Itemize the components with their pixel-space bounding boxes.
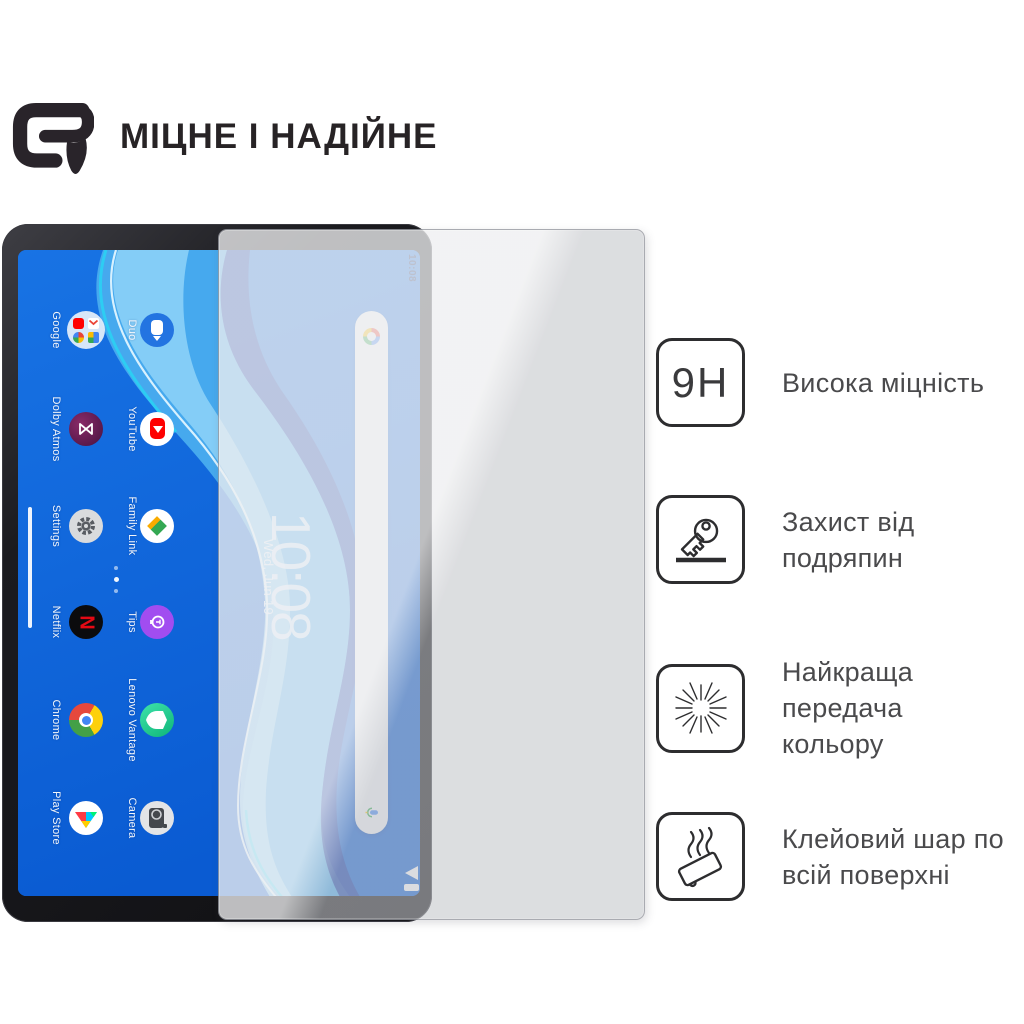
hourglass-glyph [79, 423, 93, 435]
adhesive-glyph [677, 826, 722, 887]
app-label-play-store: Play Store [50, 791, 62, 845]
shield-glyph [146, 711, 167, 729]
netflix-icon[interactable]: N [69, 605, 103, 639]
chrome-icon[interactable] [69, 703, 103, 737]
app-label-camera: Camera [126, 797, 138, 839]
9h-hardness-icon: 9H [656, 338, 745, 427]
feature-adhesive: Клейовий шар по всій поверхні [656, 812, 1024, 901]
google-folder-icon[interactable] [67, 311, 105, 349]
armorstandart-logo-icon [12, 102, 94, 174]
youtube-mini-icon [73, 318, 84, 329]
family-link-kite-glyph [147, 516, 167, 536]
adhesive-layer-icon [656, 812, 745, 901]
play-triangle-glyph [75, 812, 97, 828]
gear-glyph [77, 517, 95, 535]
feature-adhesive-text: Клейовий шар по всій поверхні [782, 821, 1024, 893]
gmail-mini-icon [88, 318, 99, 329]
lightbulb-glyph [150, 615, 165, 629]
feature-color: Найкраща передача кольору [656, 654, 1024, 762]
settings-icon[interactable] [69, 509, 103, 543]
photos-mini-icon [73, 332, 84, 343]
feature-line: Захист від подряпин [782, 506, 915, 573]
camera-icon[interactable] [140, 801, 174, 835]
feature-line: Клейовий шар по [782, 823, 1004, 854]
netflix-n-glyph: N [75, 614, 98, 630]
logo-tail [66, 138, 87, 174]
youtube-icon[interactable] [140, 412, 174, 446]
maps-mini-icon [88, 332, 99, 343]
key-scratch-icon [656, 495, 745, 584]
brand-header: МІЦНЕ І НАДІЙНЕ [10, 100, 438, 174]
duo-icon[interactable] [140, 313, 174, 347]
feature-scratch: Захист від подряпин [656, 495, 1024, 584]
feature-line: кольору [782, 729, 884, 759]
feature-line: Найкраща передача [782, 657, 914, 723]
family-link-icon[interactable] [140, 509, 174, 543]
starburst-color-icon [656, 663, 745, 753]
camera-glyph [149, 808, 167, 828]
dolby-atmos-icon[interactable] [69, 412, 103, 446]
feature-line: всій поверхні [782, 859, 950, 890]
feature-scratch-text: Захист від подряпин [782, 504, 1024, 576]
9h-label: 9H [671, 358, 730, 406]
glass-protector-sheet [218, 229, 645, 920]
youtube-play-glyph [153, 426, 163, 433]
key-glyph [675, 518, 726, 562]
feature-color-text: Найкраща передача кольору [782, 654, 1024, 762]
starburst-glyph [674, 682, 727, 734]
duo-camera-glyph [151, 320, 163, 335]
dock-divider-line [28, 507, 32, 628]
feature-line: Висока міцність [782, 367, 985, 398]
page-title: МІЦНЕ І НАДІЙНЕ [120, 117, 438, 156]
duo-stand-glyph [153, 336, 161, 341]
page-indicator-dots [112, 559, 120, 593]
feature-hardness-text: Висока міцність [782, 365, 1024, 401]
chrome-center [81, 715, 91, 725]
feature-hardness: 9H Висока міцність [656, 338, 1024, 427]
play-store-icon[interactable] [69, 801, 103, 835]
lenovo-vantage-icon[interactable] [140, 703, 174, 737]
tips-icon[interactable] [140, 605, 174, 639]
